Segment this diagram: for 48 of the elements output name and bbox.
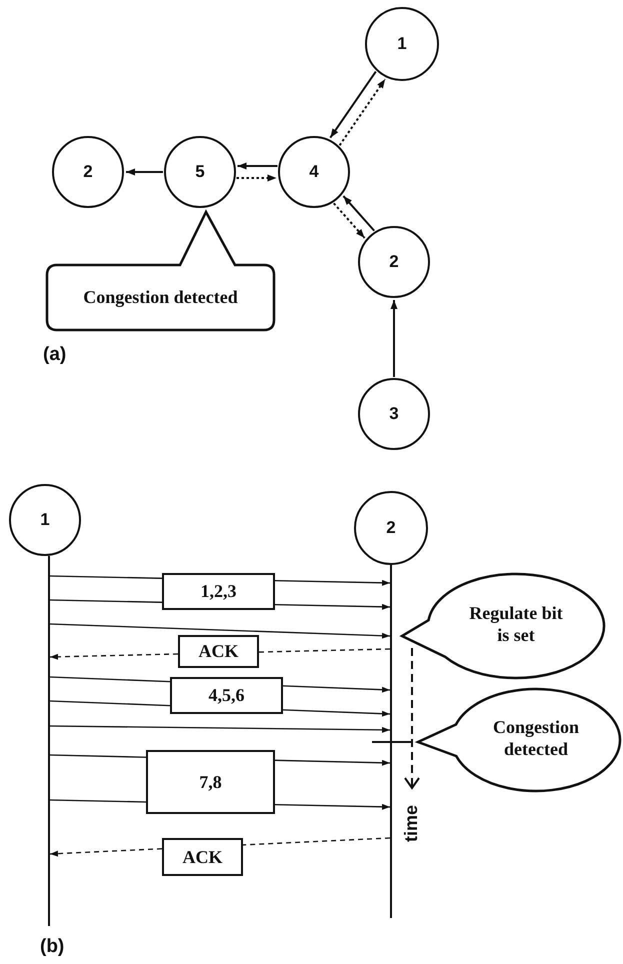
- message-label-box: [178, 635, 259, 668]
- node-number: 2: [386, 518, 396, 538]
- panel-label: (b): [40, 936, 64, 958]
- axis-label: time: [401, 805, 422, 842]
- arrow: [50, 725, 390, 733]
- dashed-arrow: [333, 202, 366, 239]
- message-label: 4,5,6: [208, 685, 244, 706]
- lifeline: [390, 565, 392, 918]
- dashed-arrow: [50, 848, 162, 857]
- callout-text: Regulate bit is set: [468, 603, 564, 646]
- arrow: [390, 300, 398, 377]
- dashed-arrow: [338, 78, 386, 146]
- node-number: 1: [397, 34, 407, 54]
- arrow: [274, 804, 390, 810]
- arrow: [274, 580, 390, 586]
- message-label: 1,2,3: [200, 581, 236, 602]
- arrow: [274, 604, 390, 610]
- node-number: 2: [83, 162, 93, 182]
- message-label-box: [146, 750, 275, 814]
- message-label: 7,8: [199, 772, 222, 792]
- node-circle: [278, 136, 350, 208]
- callout-bubble: [417, 688, 621, 792]
- callout-bubble: [401, 573, 606, 679]
- message-label-box: [162, 573, 275, 610]
- message-label: ACK: [198, 641, 238, 662]
- arrow: [342, 195, 375, 232]
- panel-label: (a): [43, 344, 66, 366]
- callout-text: Congestion detected: [492, 717, 580, 760]
- arrow: [238, 162, 278, 170]
- dashed-arrow: [236, 174, 276, 182]
- message-label-box: [170, 677, 283, 714]
- arrow: [282, 685, 390, 693]
- arrow: [274, 760, 390, 766]
- lifeline: [48, 556, 50, 926]
- node-number: 5: [195, 162, 205, 182]
- dashed-arrow: [50, 653, 178, 660]
- arrow: [282, 709, 390, 717]
- arrow: [126, 168, 163, 176]
- arrow: [50, 623, 390, 639]
- arrow: [329, 70, 377, 138]
- message-label: ACK: [182, 846, 222, 868]
- node-number: 1: [40, 510, 50, 530]
- callout-bubble: [47, 212, 274, 330]
- node-number: 3: [389, 404, 399, 424]
- callout-text: Congestion detected: [82, 286, 239, 308]
- message-label-box: [162, 838, 243, 876]
- node-number: 4: [309, 162, 319, 182]
- node-number: 2: [389, 252, 399, 272]
